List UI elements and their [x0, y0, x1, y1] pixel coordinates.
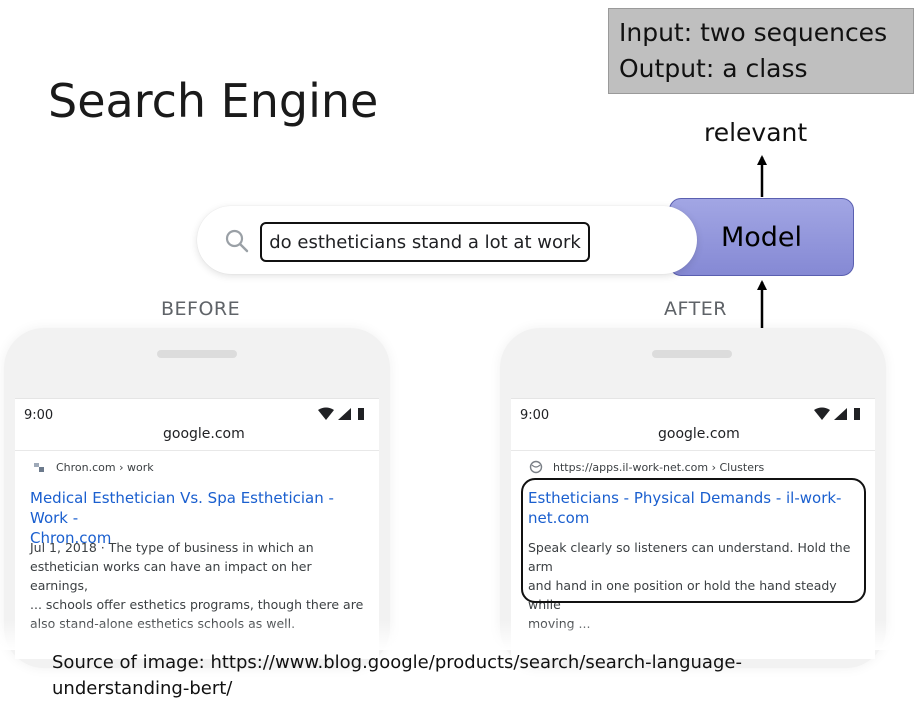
- result-title-line[interactable]: Estheticians - Physical Demands - il-wor…: [528, 489, 842, 507]
- signal-icon: [338, 408, 351, 420]
- wifi-icon: [814, 407, 830, 420]
- slide-title: Search Engine: [48, 74, 379, 128]
- screen-after: [511, 398, 875, 659]
- status-icons: [814, 407, 860, 420]
- phone-speaker: [157, 350, 237, 358]
- io-output-line: Output: a class: [619, 54, 808, 83]
- snippet-line: esthetician works can have an impact on …: [30, 559, 312, 593]
- result-snippet: Speak clearly so listeners can understan…: [528, 538, 868, 633]
- snippet-line: Jul 1, 2018 · The type of business in wh…: [30, 540, 314, 555]
- divider: [15, 450, 379, 451]
- io-description-box: Input: two sequences Output: a class: [608, 8, 914, 94]
- result-title-link[interactable]: Estheticians - Physical Demands - il-wor…: [528, 488, 868, 528]
- status-icons: [318, 407, 364, 420]
- result-title-link[interactable]: Medical Esthetician Vs. Spa Esthetician …: [30, 488, 370, 548]
- browser-domain: google.com: [163, 426, 245, 442]
- search-icon: [225, 229, 249, 253]
- snippet-line: and hand in one position or hold the han…: [528, 578, 837, 612]
- after-label: AFTER: [664, 298, 727, 320]
- before-label: BEFORE: [161, 298, 241, 320]
- screen-before: [15, 398, 379, 659]
- battery-icon: [854, 408, 860, 420]
- output-label: relevant: [704, 118, 808, 147]
- battery-icon: [358, 408, 364, 420]
- globe-icon: [529, 460, 543, 474]
- result-breadcrumb: Chron.com › work: [56, 461, 154, 474]
- wifi-icon: [318, 407, 334, 420]
- source-caption: Source of image: https://www.blog.google…: [52, 650, 872, 702]
- status-time: 9:00: [520, 408, 550, 423]
- io-input-line: Input: two sequences: [619, 18, 888, 47]
- result-title-line[interactable]: Chron.com: [30, 529, 112, 547]
- snippet-line: Speak clearly so listeners can understan…: [528, 540, 851, 574]
- result-breadcrumb: https://apps.il-work-net.com › Clusters: [553, 461, 765, 474]
- source-line: Source of image: https://www.blog.google…: [52, 652, 742, 673]
- phone-speaker: [652, 350, 732, 358]
- result-title-line[interactable]: Medical Esthetician Vs. Spa Esthetician …: [30, 489, 334, 527]
- result-snippet: Jul 1, 2018 · The type of business in wh…: [30, 538, 370, 633]
- bottom-fade: [0, 620, 922, 650]
- snippet-line: ... schools offer esthetics programs, th…: [30, 597, 364, 612]
- divider: [511, 450, 875, 451]
- site-favicon: [34, 463, 44, 472]
- model-box: Model: [669, 198, 854, 276]
- browser-domain: google.com: [658, 426, 740, 442]
- search-query-box[interactable]: do estheticians stand a lot at work: [260, 222, 590, 262]
- signal-icon: [834, 408, 847, 420]
- highlighted-result-box: [521, 478, 866, 603]
- result-title-line[interactable]: net.com: [528, 509, 590, 527]
- status-time: 9:00: [24, 408, 54, 423]
- source-line: understanding-bert/: [52, 678, 233, 699]
